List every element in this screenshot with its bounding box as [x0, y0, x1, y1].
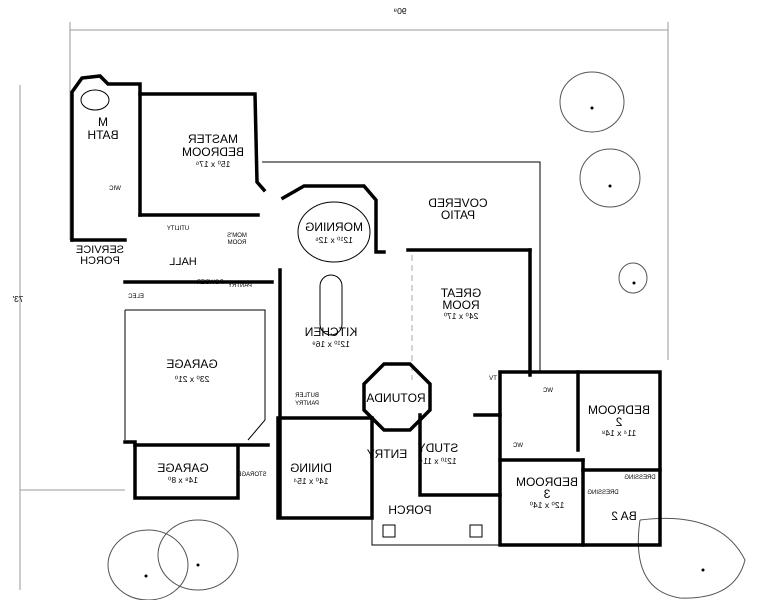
rotunda-label: ROTUNDA	[366, 391, 425, 405]
bath2-label: BA 2	[611, 509, 637, 523]
butler-pantry-label-2: PANTRY	[295, 401, 319, 407]
elec-label: ELEC	[128, 294, 144, 300]
master-bedroom-label-2: BEDROOM	[182, 145, 244, 159]
bedroom3-dims: 12⁰ x 14⁰	[529, 500, 564, 510]
bedroom2-dims: 11⁴ x 14⁸	[601, 428, 636, 438]
moms-room-label: MOM'S	[227, 233, 247, 239]
covered-patio-label: COVERED	[428, 196, 488, 210]
kitchen-label: KITCHEN	[305, 325, 358, 339]
great-room-label: GREAT	[440, 286, 481, 300]
entry-label: ENTRY	[367, 447, 407, 461]
great-room-label-2: ROOM	[442, 298, 479, 312]
dining-label: DINING	[290, 461, 332, 475]
wic-label: WIC	[109, 186, 121, 192]
kitchen-dims: 12¹⁰ x 16⁹	[312, 339, 350, 349]
covered-patio-label-2: PATIO	[441, 208, 475, 222]
bedroom2-label: BEDROOM	[588, 403, 650, 417]
master-bath-label-2: BATH	[87, 128, 118, 142]
great-room-dims: 24⁰ x 17⁰	[443, 311, 478, 321]
tv-label: TV	[489, 376, 497, 382]
bedroom3-label-2: 3	[543, 487, 550, 501]
wc-label-2: WC	[512, 443, 523, 449]
moms-room-label-2: ROOM	[228, 240, 247, 246]
master-bedroom-dims: 15⁰ x 17⁶	[196, 159, 231, 169]
dressing-label: DRESSING	[587, 490, 619, 496]
hall-label: HALL	[169, 256, 197, 268]
service-porch-label: SERVICE	[76, 244, 124, 256]
morning-label: MORNING	[305, 220, 363, 234]
powder-label: POWDER	[196, 280, 224, 286]
dimension-lines	[19, 22, 669, 590]
bedroom3-label: BEDROOM	[516, 475, 578, 489]
pantry-label: PANTRY	[228, 283, 252, 289]
porch-label: PORCH	[388, 503, 431, 517]
overall-depth-label: 73'	[12, 294, 23, 304]
garage-dims: 23⁰ x 21⁰	[174, 374, 209, 384]
study-label: STUDY	[418, 441, 459, 455]
storage-label: STORAGE	[237, 472, 266, 478]
master-bedroom-label: MASTER	[188, 132, 238, 146]
overall-width-label: 90⁹	[393, 6, 406, 16]
morning-dims: 12¹⁰ x 12⁶	[315, 235, 353, 245]
landscape-trees	[107, 71, 746, 600]
garage-label: GARAGE	[166, 357, 217, 371]
walls	[70, 74, 662, 547]
study-dims: 12¹⁰ x 11⁴	[419, 456, 456, 466]
master-bath-label: M	[98, 115, 108, 129]
bedroom2-label-2: 2	[615, 415, 622, 429]
dressing-label-2: DRESSING	[624, 475, 656, 481]
wc-label: WC	[542, 388, 553, 394]
butler-pantry-label: BUTLER	[294, 393, 318, 399]
garage-small-label: GARAGE	[157, 461, 208, 475]
room-labels: 90⁹ 73' MASTER BEDROOM 15⁰ x 17⁶ M BATH …	[12, 6, 656, 523]
service-porch-label-2: PORCH	[80, 255, 120, 267]
utility-label: UTILITY	[167, 226, 189, 232]
garage-small-dims: 14⁸ x 8⁰	[167, 475, 198, 485]
dining-dims: 14⁰ x 15⁴	[293, 476, 328, 486]
